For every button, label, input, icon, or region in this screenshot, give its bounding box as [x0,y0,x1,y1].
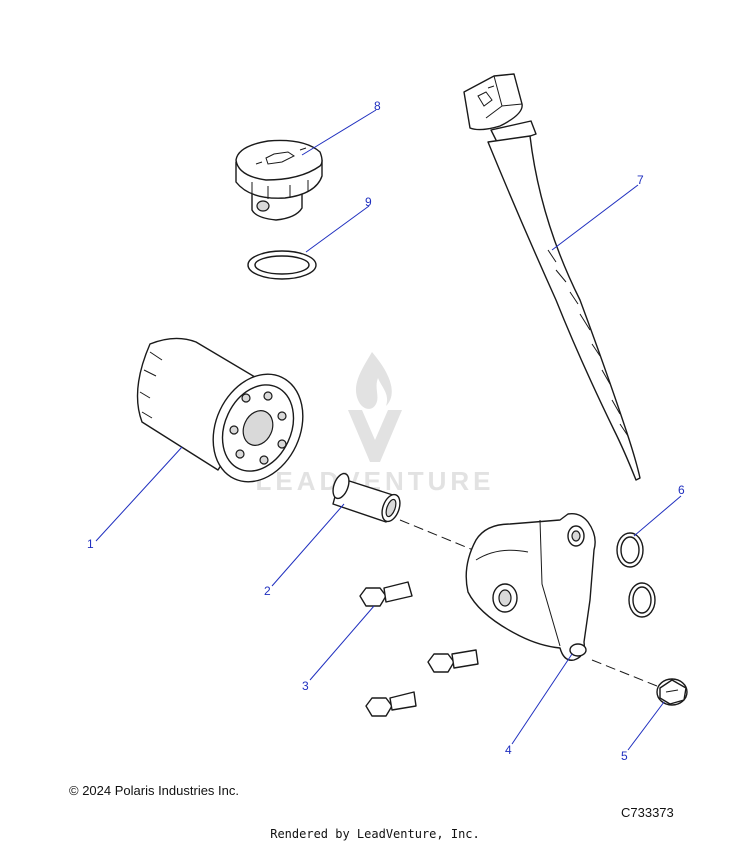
part-o-ring-housing-upper [616,532,644,568]
part-sleeve [332,472,401,523]
callout-1[interactable]: 1 [87,537,94,551]
part-flange-bolt [656,678,688,706]
drawing-id: C733373 [621,805,674,820]
callout-5[interactable]: 5 [621,749,628,763]
rendered-by-text: Rendered by LeadVenture, Inc. [270,827,480,841]
leader-line-3 [309,605,375,681]
watermark-flame-icon [355,352,392,409]
leader-line-6 [633,495,682,537]
callout-9[interactable]: 9 [365,195,372,209]
leader-line-5 [627,701,665,751]
leader-line-8 [301,109,377,156]
callout-8[interactable]: 8 [374,99,381,113]
callout-3[interactable]: 3 [302,679,309,693]
copyright-text: © 2024 Polaris Industries Inc. [69,783,239,798]
assembly-line-housing-bolt [591,659,663,689]
part-dipstick [463,73,641,481]
leader-line-2 [271,503,345,587]
part-filter-housing [465,512,596,661]
part-bolt-2 [427,649,479,673]
leader-line-9 [305,205,370,253]
cap-oil-can-icon [255,147,307,165]
part-oil-filter [136,337,304,483]
callout-4[interactable]: 4 [505,743,512,757]
part-o-ring-housing-lower [628,582,656,618]
part-o-ring-cap [247,250,317,280]
watermark-v-icon [348,410,402,462]
callout-7[interactable]: 7 [637,173,644,187]
leader-line-7 [551,184,639,251]
part-bolt-3 [365,691,417,717]
dipstick-oil-can-icon [477,85,495,107]
callout-6[interactable]: 6 [678,483,685,497]
part-bolt-1 [359,581,413,607]
leader-line-1 [95,446,183,542]
part-oil-fill-cap [235,139,323,221]
callout-2[interactable]: 2 [264,584,271,598]
leader-line-4 [511,653,573,745]
assembly-line-sleeve [399,519,479,553]
leadventure-watermark: LEADVENTURE [255,352,491,496]
